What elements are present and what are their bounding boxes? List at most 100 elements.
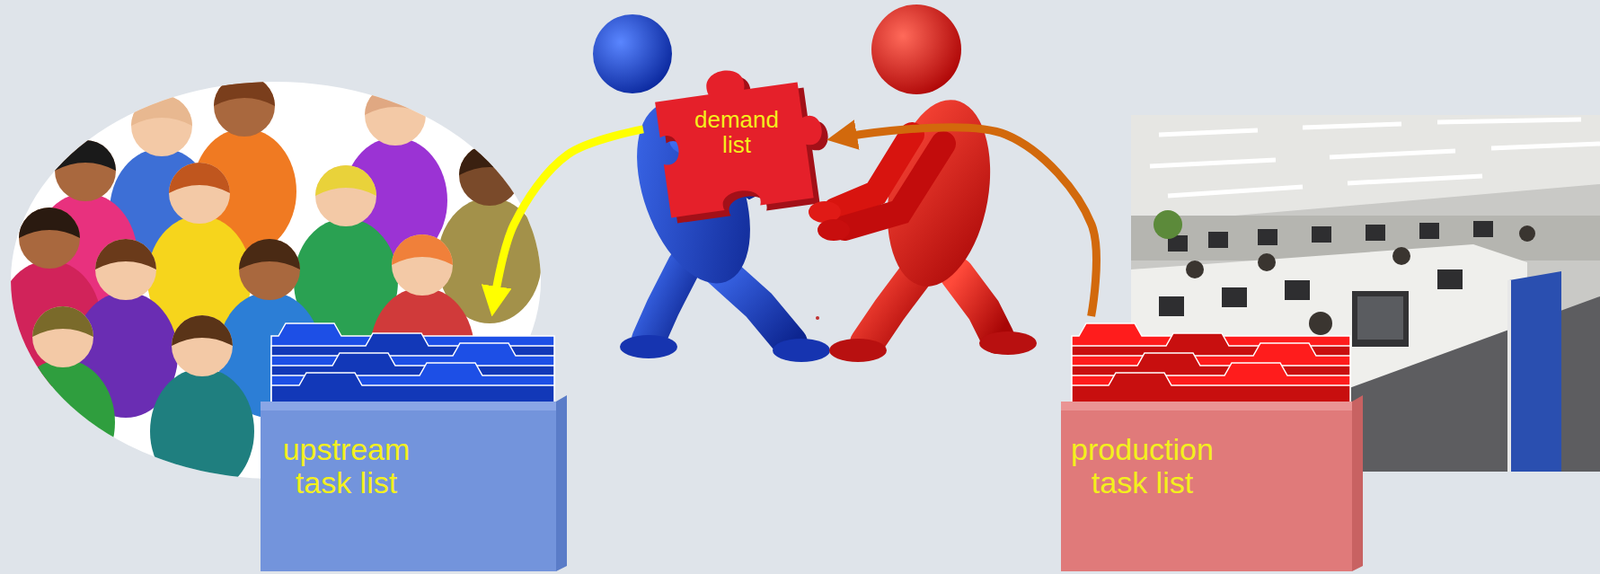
person-head (131, 95, 193, 157)
person-head (171, 315, 233, 377)
puzzle-shape (652, 57, 838, 224)
file-folder (1071, 323, 1351, 416)
person-hair (213, 75, 275, 107)
red-hand (808, 201, 841, 223)
ceiling-light (1302, 123, 1402, 128)
person (437, 144, 542, 324)
file-folder (271, 323, 555, 416)
box-side (1352, 395, 1363, 572)
red-arm (835, 134, 912, 211)
person-hair (32, 306, 94, 337)
person-hair (391, 234, 453, 266)
task-list-box: upstream task list (260, 316, 567, 572)
red-leg (866, 274, 917, 344)
worker (1519, 225, 1536, 242)
person-head (18, 207, 80, 269)
partition (1509, 271, 1562, 472)
person-head (315, 165, 377, 227)
person-head (213, 75, 275, 137)
person-head (364, 84, 426, 146)
puzzle-face (652, 58, 831, 218)
ceiling-light (1158, 130, 1258, 135)
blue-foot (619, 335, 678, 359)
blue-foot (772, 338, 831, 363)
monitor (1158, 296, 1185, 317)
red-torso (874, 91, 1005, 295)
person (10, 306, 115, 486)
ceiling-light (1347, 176, 1483, 184)
front-monitor (1352, 291, 1409, 347)
person-hair (168, 162, 230, 194)
person-head (95, 238, 157, 301)
red-foot (979, 331, 1037, 355)
person-hair (364, 84, 426, 115)
ceiling-light (1437, 119, 1582, 123)
task-list-box: production task list (1060, 316, 1363, 572)
person-hair (95, 238, 157, 270)
ceiling (1131, 114, 1600, 225)
blue-figure (592, 14, 831, 363)
monitors (1158, 220, 1494, 317)
red-hand (817, 219, 850, 241)
ceiling-light (1491, 143, 1600, 149)
person-hair (238, 238, 301, 270)
puzzle-piece: demand list (643, 55, 827, 220)
partition-edge (1507, 280, 1512, 472)
dot (815, 316, 820, 320)
node-label: upstream task list (267, 433, 425, 499)
ceiling-light (1167, 186, 1303, 196)
monitor (1437, 269, 1463, 290)
person-body (10, 359, 115, 486)
red-head (871, 4, 962, 95)
worker (1308, 311, 1333, 336)
worker (1392, 247, 1411, 266)
red-foot (829, 338, 887, 363)
person-hair (459, 144, 521, 176)
monitor (1208, 231, 1229, 248)
person-hair (315, 165, 377, 196)
red-arm (844, 143, 944, 229)
box-side (556, 395, 567, 572)
red-leg (956, 274, 998, 337)
worker (1257, 253, 1276, 272)
box-front (260, 401, 557, 572)
person-head (459, 144, 521, 206)
red-figure (829, 4, 1037, 363)
node-label: demand list (687, 106, 787, 158)
person-head (168, 162, 230, 224)
person-hair (18, 207, 80, 239)
person-head (54, 140, 116, 202)
box-rim (1060, 401, 1353, 411)
person-head (391, 234, 453, 296)
blue-head (592, 14, 672, 94)
monitor (1221, 287, 1247, 308)
worker (1185, 260, 1204, 279)
ceiling-light (1149, 159, 1276, 167)
person-head (238, 238, 301, 301)
node-label: production task list (1063, 433, 1221, 499)
person-hair (131, 95, 193, 126)
person-hair (54, 140, 116, 171)
red-arms (808, 134, 944, 241)
ceiling-lights (1149, 119, 1600, 196)
flow-arrow (494, 129, 644, 301)
person (150, 315, 255, 495)
person-head (32, 306, 94, 368)
box-front (1060, 401, 1353, 572)
monitor (1284, 280, 1310, 301)
monitor (1311, 226, 1332, 243)
ceiling-light (1329, 150, 1456, 158)
monitor (1257, 229, 1278, 246)
box-rim (260, 401, 557, 411)
flow-arrow (842, 127, 1097, 317)
monitor (1365, 224, 1386, 241)
plant (1153, 210, 1183, 239)
monitor-screen (1357, 296, 1404, 340)
person-body (150, 368, 255, 495)
person-hair (171, 315, 233, 346)
monitor (1473, 220, 1494, 238)
monitor (1419, 222, 1440, 239)
blue-leg (648, 265, 685, 340)
